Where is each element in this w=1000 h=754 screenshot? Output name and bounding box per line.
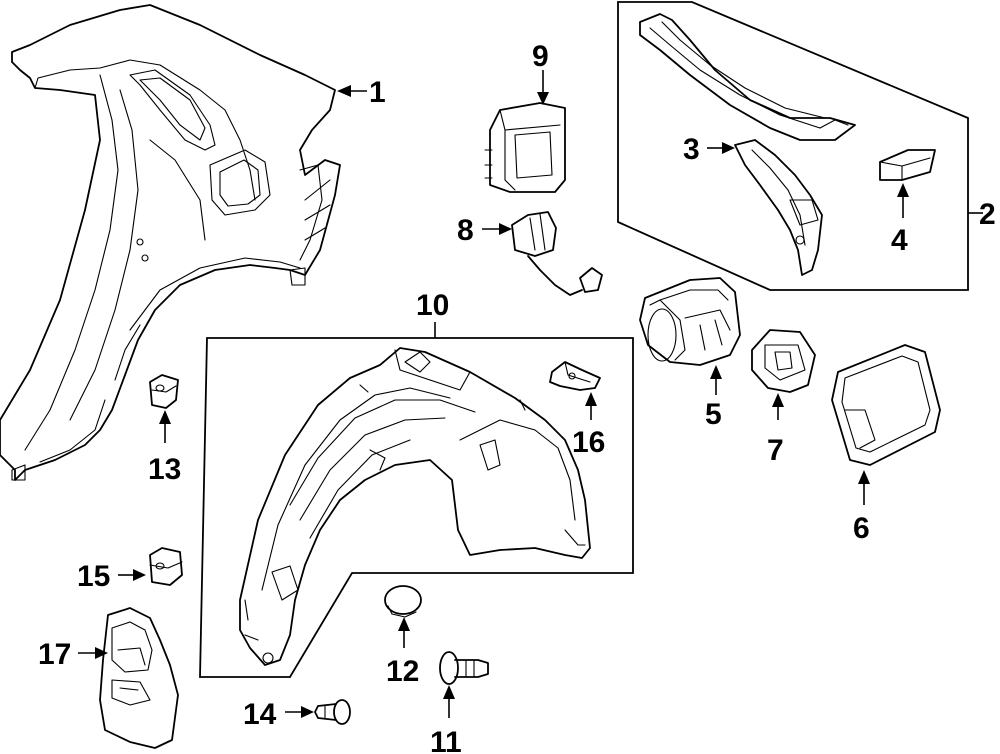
part-12-plug	[384, 585, 422, 618]
callout-3: 3	[683, 133, 700, 166]
callout-11: 11	[430, 726, 462, 754]
part-1-quarter-panel	[0, 4, 341, 481]
part-14-clip	[314, 699, 351, 725]
leader-4	[897, 183, 909, 218]
leader-9	[537, 70, 549, 105]
callout-4: 4	[891, 224, 908, 257]
leader-8	[482, 223, 512, 235]
leader-15	[118, 569, 146, 581]
callout-8: 8	[457, 214, 474, 247]
leader-7	[772, 393, 784, 420]
callout-7: 7	[767, 434, 784, 467]
callout-2: 2	[979, 198, 996, 231]
leader-13	[159, 410, 171, 443]
callout-6: 6	[853, 512, 870, 545]
callout-12: 12	[386, 655, 419, 688]
part-2-group-box	[617, 1, 969, 291]
callout-1: 1	[369, 76, 386, 109]
leader-1	[337, 85, 367, 97]
callout-15: 15	[77, 560, 110, 593]
callout-17: 17	[38, 638, 71, 671]
callout-14: 14	[243, 698, 277, 731]
part-5-filler-housing	[639, 277, 741, 366]
part-4-block	[879, 149, 936, 181]
part-10-group-box	[199, 337, 634, 678]
part-3-bracket	[734, 139, 823, 276]
callout-10: 10	[416, 289, 449, 322]
callout-16: 16	[572, 426, 605, 459]
callout-5: 5	[705, 398, 722, 431]
part-10-fender-liner	[239, 347, 591, 666]
leader-17	[78, 647, 108, 659]
leader-12	[398, 617, 410, 648]
leader-11	[443, 685, 455, 718]
leader-3	[707, 142, 735, 154]
part-16-clip	[549, 361, 601, 391]
part-11-screw	[439, 651, 489, 685]
leader-6	[858, 470, 870, 505]
leader-5	[710, 365, 722, 395]
leader-14	[285, 706, 314, 718]
callout-9: 9	[532, 40, 549, 73]
part-9-module	[484, 102, 566, 193]
part-8-sensor	[511, 211, 603, 296]
callout-13: 13	[148, 453, 181, 486]
part-15-nut	[149, 547, 183, 586]
part-13-nut	[149, 374, 179, 409]
leader-16	[585, 392, 597, 420]
part-6-fuel-door	[831, 344, 941, 466]
part-7-filler-base	[751, 329, 816, 393]
part-2-rail	[639, 13, 856, 141]
part-17-mud-flap	[99, 607, 179, 749]
